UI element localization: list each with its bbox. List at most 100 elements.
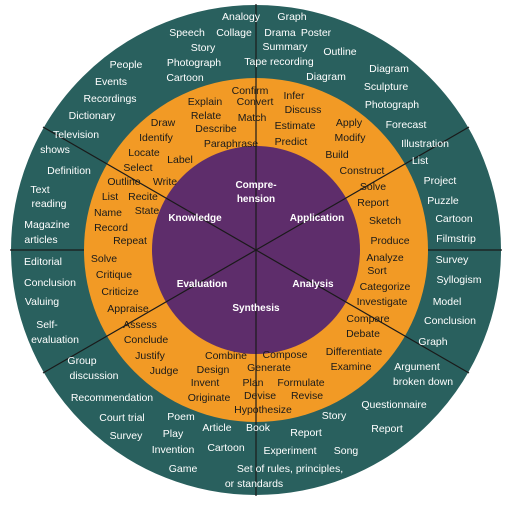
verb-synthesis-originate: Originate: [188, 392, 231, 404]
product-knowledge-recordings: Recordings: [83, 93, 136, 105]
verb-evaluation-judge: Judge: [150, 365, 179, 377]
verb-synthesis-generate: Generate: [247, 362, 291, 374]
product-comprehension-photograph: Photograph: [167, 57, 221, 69]
divider-lower-left: [42, 249, 257, 374]
product-synthesis-poem: Poem: [167, 411, 195, 423]
product-analysis-graph: Graph: [418, 336, 447, 348]
verb-application-modify: Modify: [335, 132, 367, 144]
product-application-list: List: [412, 155, 428, 167]
product-evaluation-evaluation: evaluation: [31, 334, 79, 346]
product-comprehension-outline: Outline: [323, 46, 356, 58]
product-comprehension-drama: Drama: [264, 27, 296, 39]
product-synthesis-story: Story: [322, 410, 347, 422]
product-synthesis-set-of-rules: Set of rules, principles,: [237, 463, 343, 475]
verb-analysis-investigate: Investigate: [357, 296, 408, 308]
verb-application-construct: Construct: [340, 165, 385, 177]
verb-knowledge-repeat: Repeat: [113, 235, 147, 247]
category-label-knowledge: Knowledge: [168, 213, 222, 224]
verb-application-solve: Solve: [360, 181, 386, 193]
product-application-project: Project: [424, 175, 457, 187]
product-evaluation-conclusion: Conclusion: [24, 277, 76, 289]
category-label-evaluation: Evaluation: [177, 279, 228, 290]
verb-synthesis-formulate: Formulate: [277, 377, 324, 389]
verb-comprehension-confirm: Confirm: [232, 85, 269, 97]
verb-knowledge-label: Label: [167, 154, 193, 166]
verb-comprehension-predict: Predict: [275, 136, 308, 148]
product-application-cartoon: Cartoon: [435, 213, 473, 225]
product-knowledge-reading: reading: [31, 198, 66, 210]
product-comprehension-tape-recording: Tape recording: [244, 56, 314, 68]
divider-upper-left: [42, 126, 257, 251]
product-evaluation-editorial: Editorial: [24, 256, 62, 268]
verb-synthesis-devise: Devise: [244, 390, 276, 402]
verb-synthesis-compose: Compose: [263, 349, 308, 361]
verb-analysis-debate: Debate: [346, 328, 380, 340]
product-synthesis-invention: Invention: [152, 444, 195, 456]
product-application-illustration: Illustration: [401, 138, 449, 150]
verb-knowledge-outline: Outline: [107, 176, 140, 188]
product-synthesis-article: Article: [202, 422, 231, 434]
product-knowledge-articles: articles: [24, 234, 57, 246]
product-analysis-syllogism: Syllogism: [437, 274, 482, 286]
product-evaluation-self: Self-: [36, 319, 58, 331]
category-label-comprehension-line2: hension: [237, 194, 275, 205]
product-analysis-argument: Argument: [394, 361, 440, 373]
verb-evaluation-solve: Solve: [91, 253, 117, 265]
product-analysis-broken-down: broken down: [393, 376, 453, 388]
product-comprehension-graph: Graph: [277, 11, 306, 23]
product-evaluation-recommendation: Recommendation: [71, 392, 153, 404]
product-synthesis-game: Game: [169, 463, 198, 475]
product-comprehension-cartoon: Cartoon: [166, 72, 204, 84]
product-comprehension-analogy: Analogy: [222, 11, 261, 23]
section-dividers: [10, 4, 502, 496]
verb-knowledge-select: Select: [123, 162, 152, 174]
verb-comprehension-infer: Infer: [283, 90, 305, 102]
product-application-forecast: Forecast: [386, 119, 427, 131]
verb-synthesis-combine: Combine: [205, 350, 247, 362]
product-analysis-survey: Survey: [436, 254, 469, 266]
verb-analysis-categorize: Categorize: [360, 281, 411, 293]
category-label-comprehension-line1: Compre-: [235, 180, 276, 191]
product-synthesis-book: Book: [246, 422, 271, 434]
verb-application-sketch: Sketch: [369, 215, 401, 227]
verb-comprehension-explain: Explain: [188, 96, 223, 108]
verb-analysis-analyze: Analyze: [366, 252, 404, 264]
product-knowledge-dictionary: Dictionary: [69, 110, 116, 122]
product-comprehension-speech: Speech: [169, 27, 205, 39]
product-analysis-report: Report: [371, 423, 403, 435]
verb-evaluation-critique: Critique: [96, 269, 132, 281]
verb-knowledge-state: State: [135, 205, 160, 217]
product-application-photograph: Photograph: [365, 99, 419, 111]
verb-synthesis-hypothesize: Hypothesize: [234, 404, 292, 416]
verb-comprehension-relate: Relate: [191, 110, 222, 122]
verb-comprehension-convert: Convert: [237, 96, 274, 108]
product-application-filmstrip: Filmstrip: [436, 233, 476, 245]
product-knowledge-magazine: Magazine: [24, 219, 70, 231]
product-comprehension-story: Story: [191, 42, 216, 54]
verb-application-apply: Apply: [336, 117, 363, 129]
verb-application-produce: Produce: [370, 235, 409, 247]
verb-application-report: Report: [357, 197, 389, 209]
product-application-diagram: Diagram: [369, 63, 409, 75]
verb-analysis-examine: Examine: [331, 361, 372, 373]
verb-knowledge-identify: Identify: [139, 132, 174, 144]
product-evaluation-group: Group: [67, 355, 96, 367]
verb-analysis-differentiate: Differentiate: [326, 346, 383, 358]
product-synthesis-experiment: Experiment: [263, 445, 316, 457]
divider-lower-right: [255, 249, 470, 374]
product-comprehension-summary: Summary: [263, 41, 309, 53]
verb-comprehension-discuss: Discuss: [285, 104, 322, 116]
product-synthesis-report: Report: [290, 427, 322, 439]
verb-knowledge-list: List: [102, 191, 118, 203]
verb-synthesis-revise: Revise: [291, 390, 323, 402]
product-knowledge-people: People: [110, 59, 143, 71]
verb-knowledge-write: Write: [153, 176, 177, 188]
verb-comprehension-describe: Describe: [195, 123, 237, 135]
product-synthesis-song: Song: [334, 445, 359, 457]
verb-synthesis-design: Design: [197, 364, 230, 376]
product-analysis-questionnaire: Questionnaire: [361, 399, 427, 411]
product-comprehension-collage: Collage: [216, 27, 252, 39]
product-comprehension-diagram: Diagram: [306, 71, 346, 83]
verb-synthesis-plan: Plan: [242, 377, 263, 389]
